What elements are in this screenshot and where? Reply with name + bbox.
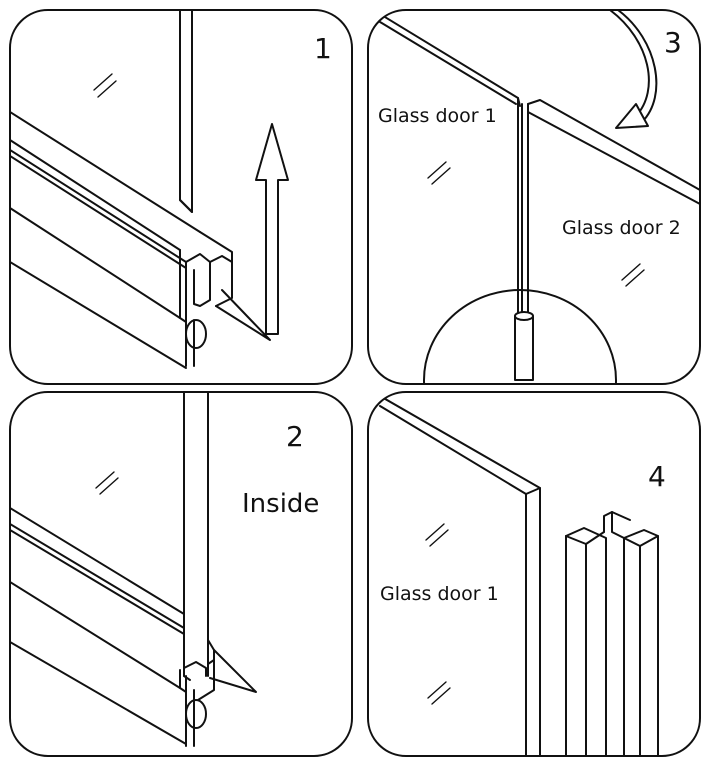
glass-hatch-icon bbox=[95, 471, 119, 495]
detail-circle bbox=[423, 289, 617, 384]
arrow-up-icon bbox=[255, 123, 289, 335]
glass-door-2-edge bbox=[527, 99, 700, 191]
glass-door-2-label: Glass door 2 bbox=[562, 217, 681, 239]
glass-door-1-label: Glass door 1 bbox=[380, 583, 499, 605]
glass-hatch-icon bbox=[425, 523, 449, 547]
seal-profile bbox=[10, 507, 257, 747]
panel-2: 2 Inside bbox=[9, 391, 353, 757]
step-number: 4 bbox=[648, 460, 666, 493]
glass-hatch-icon bbox=[621, 263, 645, 287]
glass-door-1 bbox=[379, 395, 541, 756]
glass-hatch-icon bbox=[427, 681, 451, 705]
glass-door-1-label: Glass door 1 bbox=[378, 105, 497, 127]
glass-door bbox=[179, 10, 193, 213]
step-number: 1 bbox=[314, 32, 332, 65]
hinge-detail bbox=[514, 311, 534, 381]
panel-4-frame bbox=[367, 391, 701, 757]
panel-4: 4 Glass door 1 bbox=[367, 391, 701, 757]
inside-label: Inside bbox=[242, 489, 319, 519]
seal-profile bbox=[10, 111, 271, 369]
panel-2-frame bbox=[9, 391, 353, 757]
step-number: 3 bbox=[664, 26, 682, 59]
step-number: 2 bbox=[286, 420, 304, 453]
panel-3: 3 Glass door 1 Glass door 2 bbox=[367, 9, 701, 385]
curved-arrow-icon bbox=[609, 10, 658, 129]
glass-hatch-icon bbox=[93, 73, 117, 98]
glass-door-1-edge bbox=[379, 13, 521, 107]
h-profile-seal bbox=[565, 511, 659, 756]
panel-3-frame bbox=[367, 9, 701, 385]
glass-hatch-icon bbox=[427, 161, 451, 185]
panel-1: 1 bbox=[9, 9, 353, 385]
